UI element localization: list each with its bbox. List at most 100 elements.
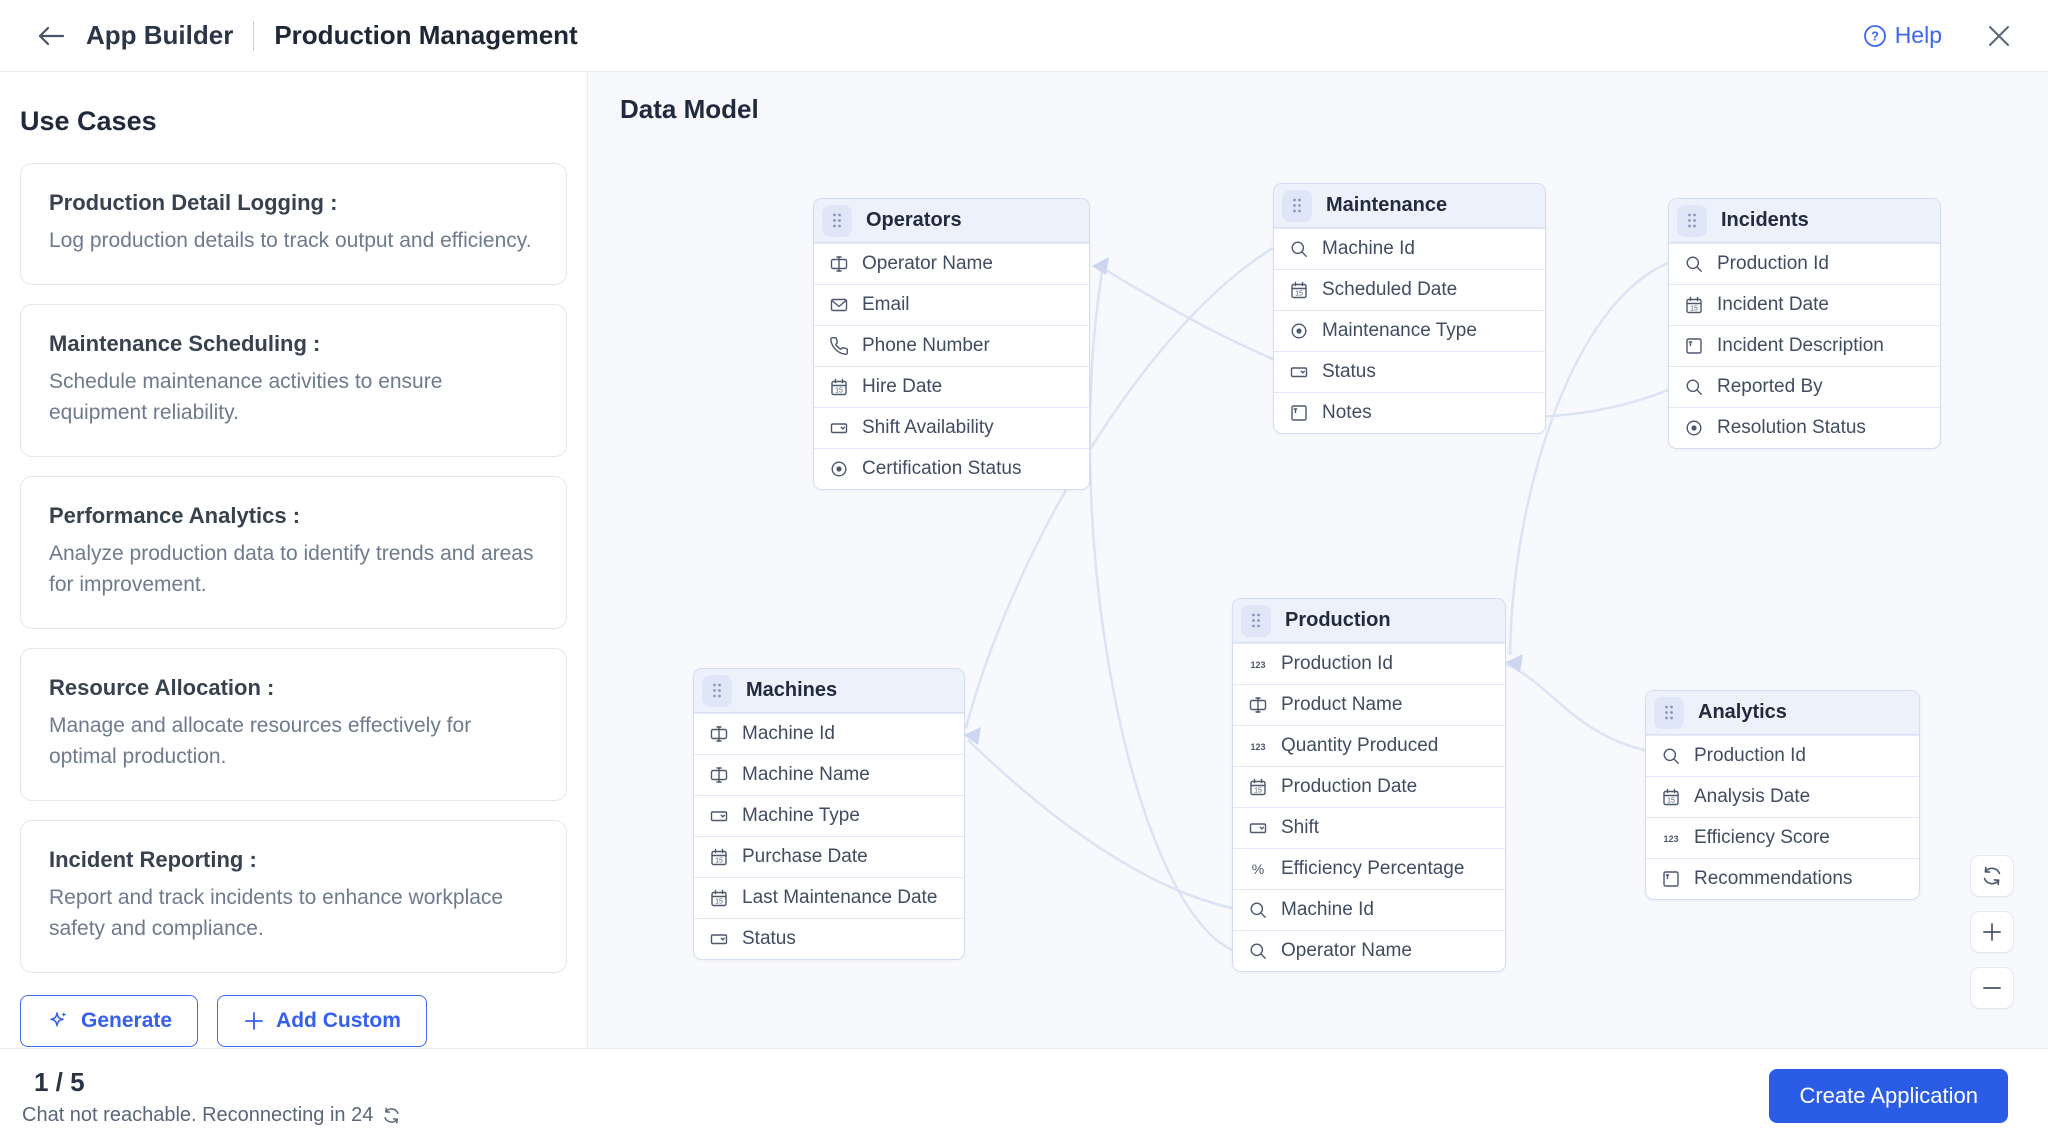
back-button[interactable] — [36, 24, 66, 48]
help-label: Help — [1894, 22, 1942, 48]
app-footer: 1 / 5 Chat not reachable. Reconnecting i… — [0, 1048, 2048, 1139]
entity-header[interactable]: Maintenance — [1274, 184, 1545, 228]
zoom-out-button[interactable] — [1970, 967, 2014, 1009]
entity-field-row[interactable]: Email — [814, 284, 1089, 325]
entity-field-name: Recommendations — [1694, 868, 1853, 889]
svg-text:123: 123 — [1250, 742, 1265, 752]
entity-name: Incidents — [1721, 209, 1809, 231]
entity-field-row[interactable]: Phone Number — [814, 325, 1089, 366]
calendar-icon: 15 — [1658, 787, 1684, 807]
entity-name: Operators — [866, 209, 962, 231]
entity-field-row[interactable]: Machine Id — [1233, 889, 1505, 930]
entity-field-name: Quantity Produced — [1281, 735, 1439, 756]
add-custom-button[interactable]: Add Custom — [217, 995, 427, 1047]
drag-handle-icon[interactable] — [1654, 696, 1684, 729]
entity-field-name: Production Id — [1694, 745, 1806, 766]
calendar-icon: 15 — [1681, 295, 1707, 315]
drag-handle-icon[interactable] — [822, 204, 852, 237]
drag-handle-icon[interactable] — [702, 674, 732, 707]
drag-handle-icon[interactable] — [1241, 604, 1271, 637]
use-case-card[interactable]: Performance Analytics :Analyze productio… — [20, 476, 567, 629]
entity-field-row[interactable]: Resolution Status — [1669, 407, 1940, 448]
entity-field-row[interactable]: Recommendations — [1646, 858, 1919, 899]
add-custom-label: Add Custom — [276, 1009, 401, 1032]
percent-icon: % — [1245, 859, 1271, 879]
entity-field-row[interactable]: Maintenance Type — [1274, 310, 1545, 351]
entity-field-name: Status — [742, 928, 796, 949]
entity-header[interactable]: Machines — [694, 669, 964, 713]
entity-field-row[interactable]: Machine Id — [694, 713, 964, 754]
text-field-icon — [1245, 695, 1271, 715]
use-case-card[interactable]: Production Detail Logging :Log productio… — [20, 163, 567, 285]
entity-header[interactable]: Production — [1233, 599, 1505, 643]
entity-field-name: Machine Name — [742, 764, 870, 785]
entity-field-row[interactable]: Notes — [1274, 392, 1545, 433]
use-case-title: Resource Allocation : — [49, 675, 275, 700]
refresh-layout-button[interactable] — [1970, 855, 2014, 897]
help-button[interactable]: ? Help — [1863, 22, 1942, 49]
create-application-button[interactable]: Create Application — [1769, 1069, 2008, 1123]
dropdown-icon — [1245, 818, 1271, 838]
entity-header[interactable]: Analytics — [1646, 691, 1919, 735]
entity-field-row[interactable]: Reported By — [1669, 366, 1940, 407]
data-model-canvas[interactable]: Data Model — [588, 72, 2048, 1048]
entity-field-row[interactable]: Product Name — [1233, 684, 1505, 725]
use-case-card[interactable]: Resource Allocation :Manage and allocate… — [20, 648, 567, 801]
entity-header[interactable]: Operators — [814, 199, 1089, 243]
use-case-card[interactable]: Incident Reporting :Report and track inc… — [20, 820, 567, 973]
entity-field-row[interactable]: % Efficiency Percentage — [1233, 848, 1505, 889]
entity-field-row[interactable]: Machine Id — [1274, 228, 1545, 269]
entity-field-row[interactable]: 15 Hire Date — [814, 366, 1089, 407]
entity-field-row[interactable]: 123 Quantity Produced — [1233, 725, 1505, 766]
zoom-in-button[interactable] — [1970, 911, 2014, 953]
entity-header[interactable]: Incidents — [1669, 199, 1940, 243]
multiline-text-icon — [1658, 869, 1684, 889]
entity-field-row[interactable]: Production Id — [1646, 735, 1919, 776]
reconnect-refresh-icon[interactable] — [382, 1106, 401, 1125]
entity-field-name: Efficiency Percentage — [1281, 858, 1465, 879]
use-case-title: Production Detail Logging : — [49, 190, 338, 215]
lookup-search-icon — [1681, 254, 1707, 274]
entity-field-name: Phone Number — [862, 335, 990, 356]
entity-field-row[interactable]: Machine Type — [694, 795, 964, 836]
entity-field-name: Machine Id — [1281, 899, 1374, 920]
entity-field-row[interactable]: Shift Availability — [814, 407, 1089, 448]
entity-field-row[interactable]: Certification Status — [814, 448, 1089, 489]
entity-field-row[interactable]: Status — [694, 918, 964, 959]
drag-handle-icon[interactable] — [1282, 189, 1312, 222]
entity-name: Maintenance — [1326, 194, 1448, 216]
entity-field-row[interactable]: Operator Name — [1233, 930, 1505, 971]
entity-field-row[interactable]: Production Id — [1669, 243, 1940, 284]
lookup-search-icon — [1286, 239, 1312, 259]
entity-field-row[interactable]: Status — [1274, 351, 1545, 392]
entity-field-name: Operator Name — [1281, 940, 1412, 961]
entity-field-name: Hire Date — [862, 376, 943, 397]
entity-field-row[interactable]: Shift — [1233, 807, 1505, 848]
entity-field-row[interactable]: Incident Description — [1669, 325, 1940, 366]
calendar-icon: 15 — [826, 377, 852, 397]
entity-field-row[interactable]: Machine Name — [694, 754, 964, 795]
drag-handle-icon[interactable] — [1677, 204, 1707, 237]
use-case-card[interactable]: Maintenance Scheduling :Schedule mainten… — [20, 304, 567, 457]
entity-field-name: Incident Date — [1717, 294, 1829, 315]
close-button[interactable] — [1986, 23, 2012, 49]
data-model-heading: Data Model — [620, 94, 759, 124]
svg-text:%: % — [1252, 861, 1264, 877]
entity-field-name: Status — [1322, 361, 1376, 382]
entity-field-row[interactable]: Operator Name — [814, 243, 1089, 284]
entity-field-row[interactable]: 15 Incident Date — [1669, 284, 1940, 325]
generate-button[interactable]: Generate — [20, 995, 199, 1047]
